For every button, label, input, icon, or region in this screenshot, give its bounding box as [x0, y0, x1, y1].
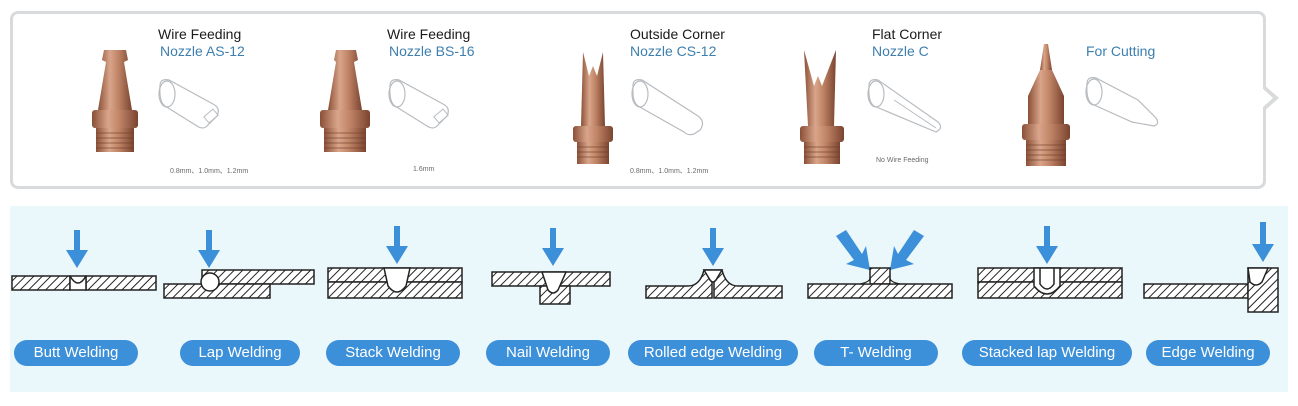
lap-welding-label: Lap Welding [180, 340, 300, 366]
weld-edge: Edge Welding [1138, 206, 1288, 392]
nozzle-c-sketch-icon [867, 79, 942, 133]
stack-welding-label: Stack Welding [326, 340, 460, 366]
nozzle-bs16-model: Nozzle BS-16 [389, 43, 475, 59]
nozzle-cs12-photo-icon [573, 52, 613, 164]
t-welding-label: T- Welding [814, 340, 938, 366]
nozzle-cs12-sketch-icon [631, 79, 704, 136]
nozzle-as12-photo-icon [92, 50, 138, 152]
weld-lap: Lap Welding [162, 206, 322, 392]
weld-nail: Nail Welding [486, 206, 636, 392]
nozzle-as12-sketch-icon [158, 79, 219, 129]
nozzle-bs16-spec: 1.6mm [413, 166, 435, 173]
stacked-lap-welding-label: Stacked lap Welding [962, 340, 1132, 366]
nozzle-as12-spec: 0.8mm、1.0mm、1.2mm [170, 168, 249, 175]
nozzle-as12-title: Wire Feeding [158, 26, 242, 42]
stack-weld-diagram-icon [327, 226, 463, 299]
nozzle-c-title: Flat Corner [872, 26, 943, 42]
nail-weld-diagram-icon [491, 228, 611, 305]
weld-stacked-lap: Stacked lap Welding [962, 206, 1132, 392]
nozzle-as12-model: Nozzle AS-12 [160, 43, 245, 59]
t-weld-diagram-icon [807, 230, 953, 299]
weld-stack: Stack Welding [326, 206, 476, 392]
nozzle-c: Flat Corner Nozzle C No Wire Feeding [792, 0, 992, 178]
nozzle-bs16-title: Wire Feeding [387, 26, 471, 42]
nozzle-bs16-photo-icon [320, 50, 370, 152]
rolled-edge-welding-label: Rolled edge Welding [628, 340, 798, 366]
lap-weld-diagram-icon [163, 230, 315, 299]
butt-welding-label: Butt Welding [14, 340, 138, 366]
nozzle-cs12-spec: 0.8mm、1.0mm、1.2mm [630, 168, 709, 175]
nozzle-cs12-model: Nozzle CS-12 [630, 43, 717, 59]
edge-welding-label: Edge Welding [1146, 340, 1270, 366]
weld-butt: Butt Welding [10, 206, 160, 392]
nozzle-bs16: Wire Feeding Nozzle BS-16 1.6mm [310, 0, 510, 178]
weld-rolled-edge: Rolled edge Welding [628, 206, 798, 392]
nozzle-as12: Wire Feeding Nozzle AS-12 0.8mm、1.0mm、1.… [80, 0, 280, 178]
rolled-edge-weld-diagram-icon [645, 228, 783, 299]
nozzle-cutting-sketch-icon [1085, 77, 1159, 127]
nozzle-cs12-title: Outside Corner [630, 26, 725, 42]
weld-t: T- Welding [806, 206, 956, 392]
nozzle-c-photo-icon [800, 50, 844, 164]
welding-types-panel: Butt Welding Lap Welding Stack Welding [10, 206, 1288, 392]
nozzle-c-spec: No Wire Feeding [876, 157, 929, 164]
nail-welding-label: Nail Welding [486, 340, 610, 366]
butt-weld-diagram-icon [11, 230, 157, 291]
nozzle-cutting-label: For Cutting [1086, 43, 1156, 59]
nozzle-cutting-photo-icon [1022, 44, 1070, 166]
nozzle-c-model: Nozzle C [872, 43, 929, 59]
nozzle-bs16-sketch-icon [388, 79, 449, 129]
nozzle-cutting: For Cutting [1010, 0, 1210, 178]
edge-weld-diagram-icon [1143, 222, 1279, 313]
nozzle-cs12: Outside Corner Nozzle CS-12 0.8mm、1.0mm、… [560, 0, 760, 178]
stacked-lap-weld-diagram-icon [977, 226, 1123, 299]
